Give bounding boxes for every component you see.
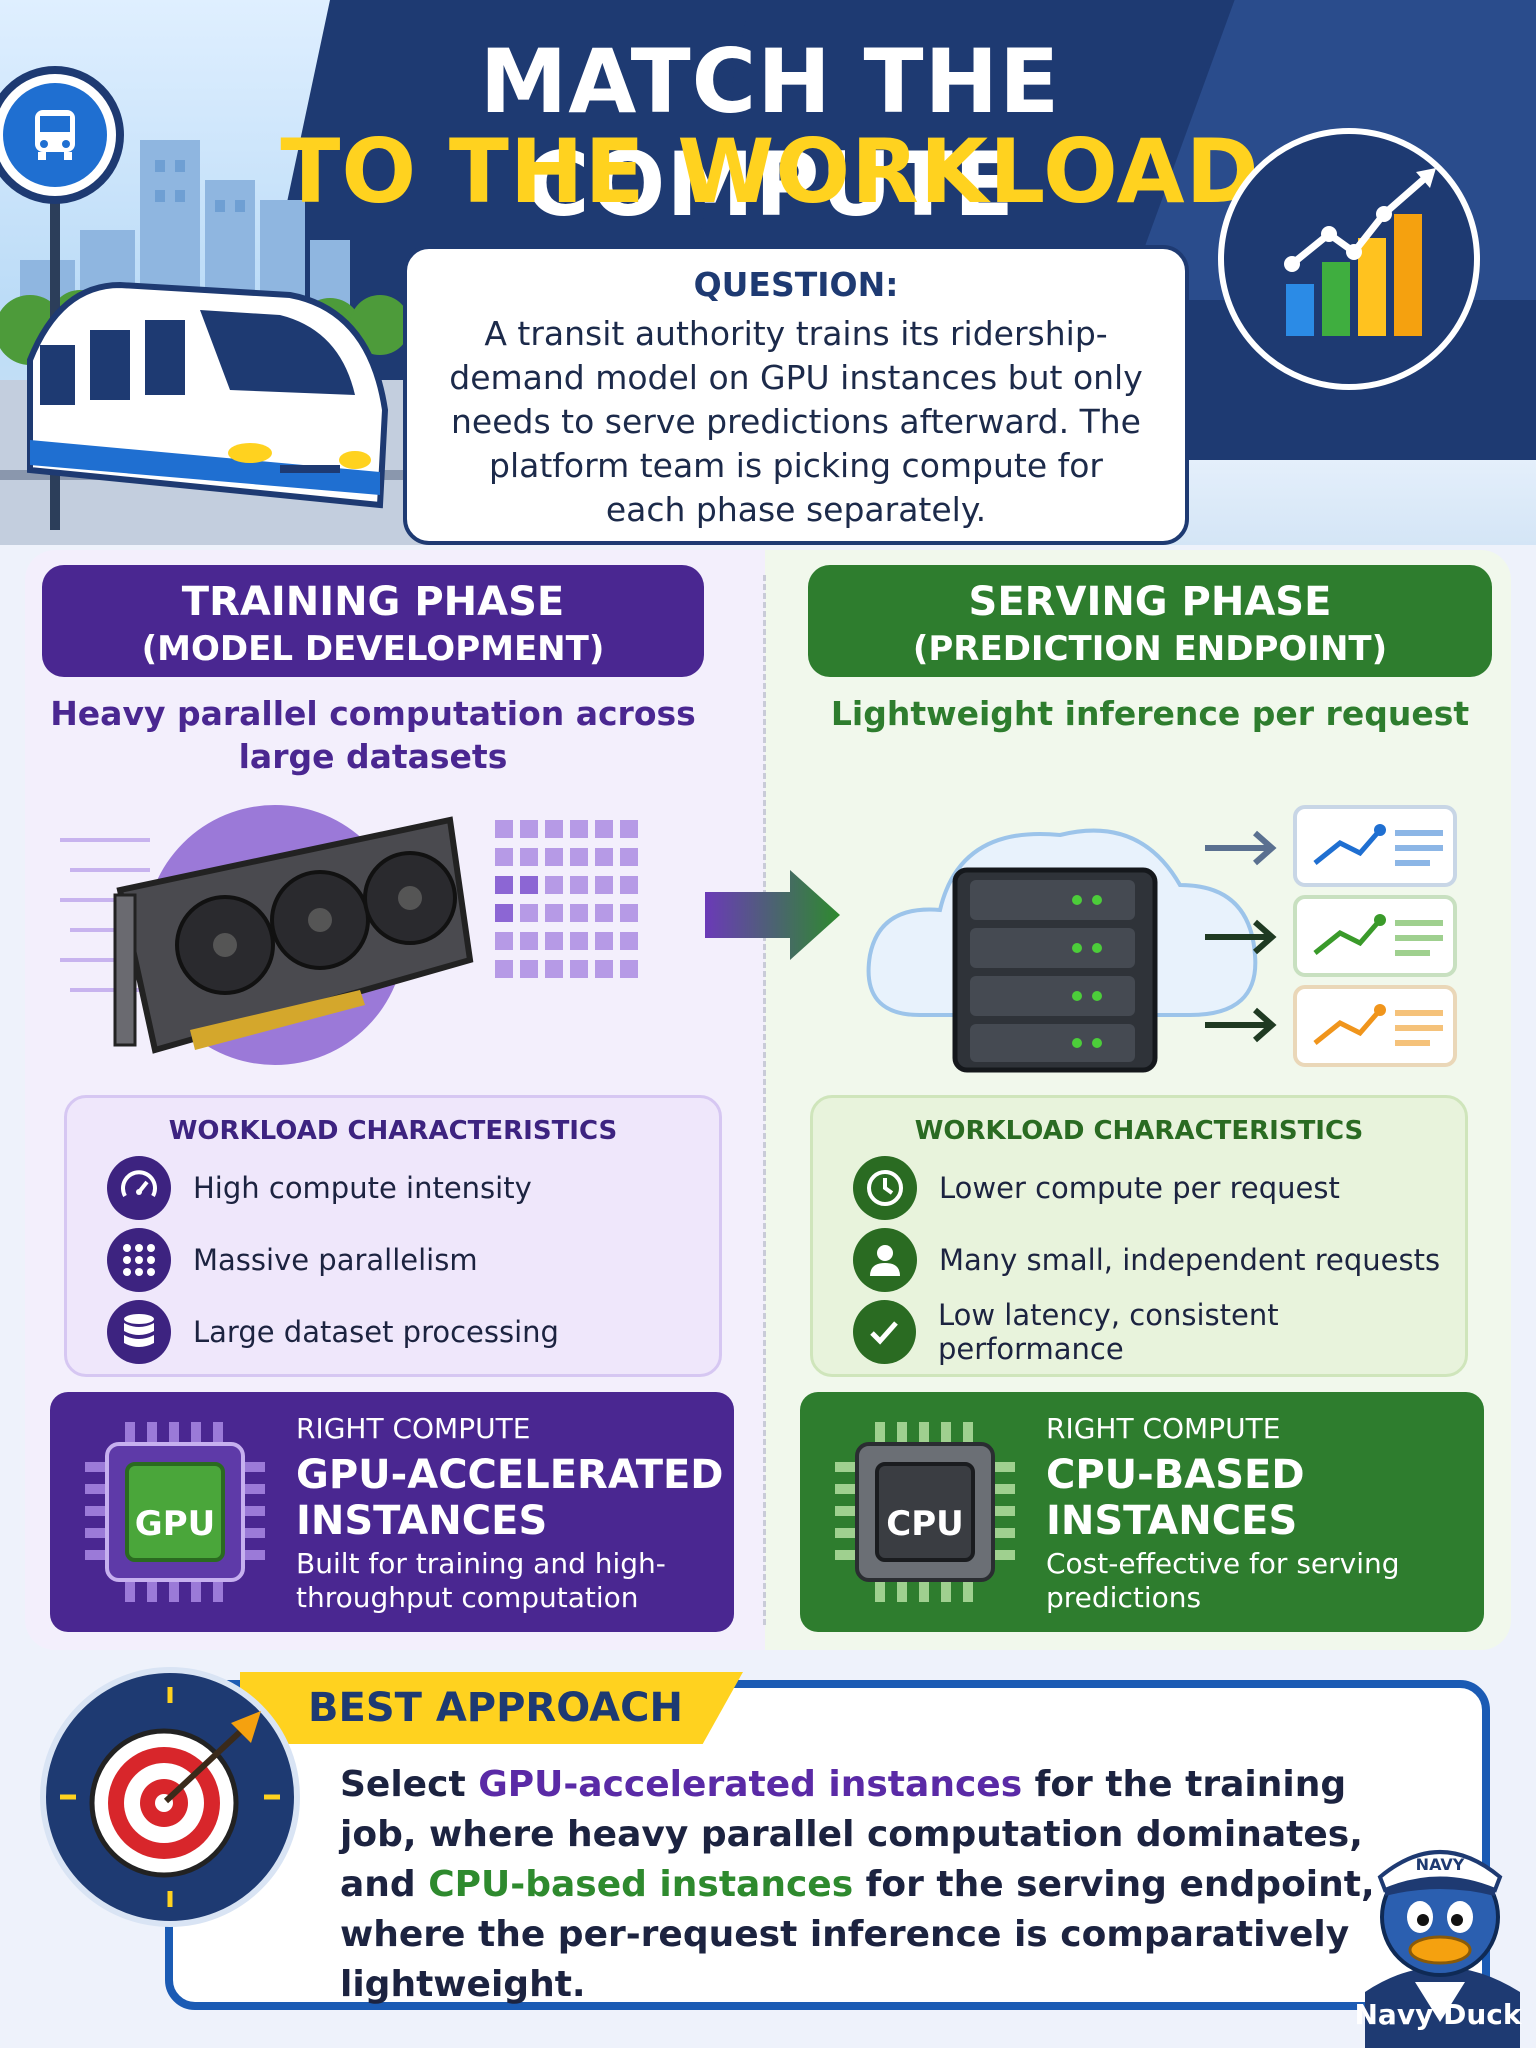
growth-chart-badge (1218, 128, 1480, 390)
gpu-highlight: GPU-accelerated instances (478, 1764, 1023, 1805)
check-icon (853, 1300, 916, 1364)
serving-phase-title: SERVING PHASE (968, 579, 1332, 625)
serving-phase-header: SERVING PHASE (PREDICTION ENDPOINT) (808, 565, 1492, 677)
user-icon (853, 1228, 917, 1292)
server-rack-icon (952, 867, 1158, 1073)
compute-title: GPU-ACCELERATED INSTANCES (296, 1452, 724, 1544)
best-text-part: for the training job, where heavy parall… (340, 1764, 1363, 1905)
mascot-name: Navy Duck (1354, 1998, 1522, 2031)
right-compute-label: RIGHT COMPUTE (1046, 1412, 1281, 1445)
serving-description: Lightweight inference per request (830, 694, 1470, 733)
best-approach-text: Select GPU-accelerated instances for the… (340, 1760, 1380, 2010)
train-scene-illustration (0, 66, 480, 545)
characteristics-title: WORKLOAD CHARACTERISTICS (914, 1116, 1364, 1146)
best-approach-tag: BEST APPROACH (240, 1672, 743, 1744)
column-divider (763, 575, 766, 1625)
server-cloud-illustration (866, 805, 1457, 1073)
prediction-card-icon (1293, 805, 1457, 887)
cpu-chip-icon (835, 1422, 1015, 1602)
best-text-part: Select (340, 1764, 479, 1805)
graphics-card-icon (113, 816, 474, 1054)
title-line-1: MATCH THE COMPUTE (479, 30, 1061, 236)
characteristic-item: Lower compute per request (853, 1156, 1340, 1220)
hero-banner: MATCH THE COMPUTE TO THE WORKLOAD QUESTI… (0, 0, 1536, 545)
right-compute-label: RIGHT COMPUTE (296, 1412, 531, 1445)
characteristic-text: High compute intensity (193, 1171, 532, 1205)
compute-title-line: INSTANCES (296, 1498, 548, 1544)
gpu-chip-label: GPU (134, 1504, 216, 1544)
characteristic-text: Massive parallelism (193, 1243, 478, 1277)
target-arrow-icon (60, 1687, 280, 1907)
cpu-highlight: CPU-based instances (428, 1864, 854, 1905)
best-text-part: for the serving endpoint, where the per-… (340, 1864, 1375, 2005)
navy-duck-mascot-icon: NAVY (1365, 1850, 1520, 2048)
characteristic-item: Large dataset processing (107, 1300, 559, 1364)
bus-stop-sign-icon (0, 66, 124, 530)
data-grid-icon (495, 820, 638, 978)
training-description: Heavy parallel computation across large … (50, 694, 696, 776)
training-phase-title: TRAINING PHASE (181, 579, 565, 625)
training-phase-header: TRAINING PHASE (MODEL DEVELOPMENT) (42, 565, 704, 677)
serving-compute-box: CPU RIGHT COMPUTE CPU-BASED INSTANCES Co… (800, 1392, 1484, 1632)
training-compute-box: GPU RIGHT COMPUTE GPU-ACCELERATED INSTAN… (50, 1392, 734, 1632)
characteristic-item: Low latency, consistent performance (853, 1298, 1465, 1366)
phase-transition-arrow-icon (705, 870, 840, 960)
database-icon (107, 1300, 171, 1364)
training-characteristics: WORKLOAD CHARACTERISTICS High compute in… (64, 1095, 722, 1377)
question-box: QUESTION: A transit authority trains its… (403, 245, 1189, 545)
compute-title-line: INSTANCES (1046, 1498, 1298, 1544)
cpu-chip-label: CPU (886, 1504, 964, 1544)
clock-icon (853, 1156, 917, 1220)
train-icon (27, 281, 389, 509)
request-arrow-icon (1205, 830, 1277, 866)
gpu-chip-icon (85, 1422, 265, 1602)
mascot-cap-text: NAVY (1416, 1855, 1465, 1874)
serving-characteristics: WORKLOAD CHARACTERISTICS Lower compute p… (810, 1095, 1468, 1377)
question-text: A transit authority trains its ridership… (449, 314, 1143, 529)
request-arrow-icon (1205, 919, 1277, 1043)
characteristic-text: Lower compute per request (939, 1171, 1340, 1205)
characteristic-text: Large dataset processing (193, 1315, 559, 1349)
characteristic-item: Many small, independent requests (853, 1228, 1441, 1292)
compute-title-line: CPU-BASED (1046, 1452, 1305, 1498)
grid-icon (107, 1228, 171, 1292)
prediction-card-icon (1293, 985, 1457, 1067)
gauge-icon (107, 1156, 171, 1220)
training-phase-subtitle: (MODEL DEVELOPMENT) (141, 629, 605, 669)
question-label: QUESTION: (693, 265, 899, 304)
title-line-2: TO THE WORKLOAD (280, 120, 1260, 223)
compute-description: Built for training and high-throughput c… (296, 1547, 666, 1614)
characteristic-item: High compute intensity (107, 1156, 532, 1220)
characteristic-item: Massive parallelism (107, 1228, 478, 1292)
compute-title-line: GPU-ACCELERATED (296, 1452, 724, 1498)
prediction-card-icon (1293, 895, 1457, 977)
serving-phase-subtitle: (PREDICTION ENDPOINT) (912, 629, 1388, 669)
characteristic-text: Low latency, consistent performance (937, 1298, 1279, 1366)
compute-description: Cost-effective for serving predictions (1046, 1547, 1400, 1614)
bar-chart-trend-icon (1284, 168, 1436, 336)
gpu-card-illustration (60, 805, 638, 1065)
characteristics-title: WORKLOAD CHARACTERISTICS (168, 1116, 618, 1146)
compute-title: CPU-BASED INSTANCES (1046, 1452, 1305, 1544)
target-badge (40, 1667, 300, 1927)
characteristic-text: Many small, independent requests (939, 1243, 1441, 1277)
